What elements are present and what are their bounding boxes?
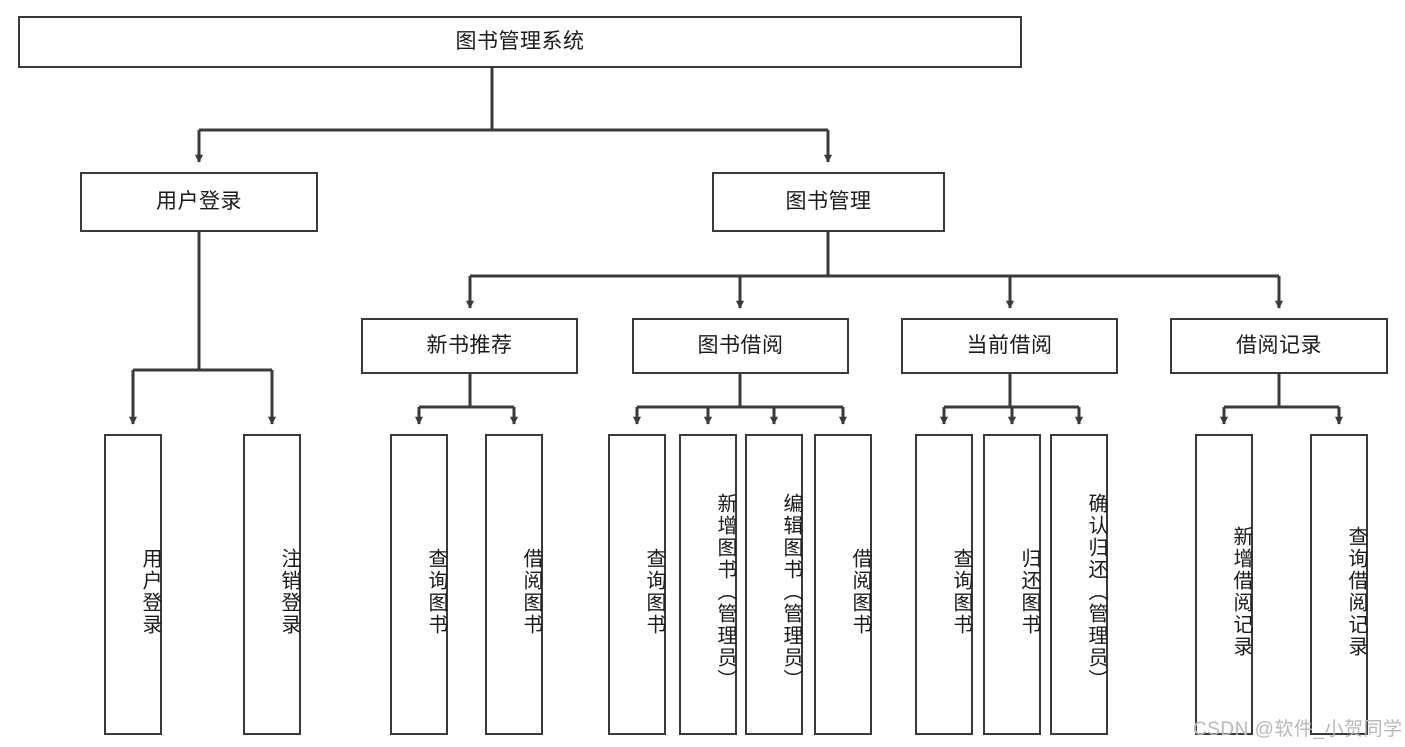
node-leaf-edit-book[interactable]: 编辑图书（管理员） — [745, 434, 803, 735]
node-leaf-user-login[interactable]: 用户登录 — [104, 434, 162, 735]
node-leaf-query-book-1[interactable]: 查询图书 — [390, 434, 448, 735]
node-leaf-confirm-return[interactable]: 确认归还（管理员） — [1050, 434, 1108, 735]
node-root[interactable]: 图书管理系统 — [18, 16, 1022, 68]
node-book-manage-label: 图书管理 — [785, 189, 872, 213]
node-leaf-logout[interactable]: 注销登录 — [243, 434, 301, 735]
node-root-label: 图书管理系统 — [455, 29, 585, 53]
node-book-borrow-label: 图书借阅 — [697, 333, 784, 357]
node-book-borrow[interactable]: 图书借阅 — [632, 318, 849, 374]
node-leaf-query-book-3[interactable]: 查询图书 — [915, 434, 973, 735]
node-current-borrow[interactable]: 当前借阅 — [901, 318, 1118, 374]
node-user-login[interactable]: 用户登录 — [80, 172, 318, 232]
node-user-login-label: 用户登录 — [156, 189, 242, 213]
node-borrow-record-label: 借阅记录 — [1236, 333, 1322, 357]
node-leaf-query-book-2[interactable]: 查询图书 — [608, 434, 666, 735]
csdn-watermark: CSDN @软件_小贺同学 — [1193, 719, 1403, 740]
node-leaf-add-book[interactable]: 新增图书（管理员） — [679, 434, 737, 735]
node-book-manage[interactable]: 图书管理 — [712, 172, 945, 232]
node-leaf-borrow-book-2[interactable]: 借阅图书 — [814, 434, 872, 735]
node-borrow-record[interactable]: 借阅记录 — [1170, 318, 1388, 374]
node-leaf-query-record[interactable]: 查询借阅记录 — [1310, 434, 1368, 735]
node-leaf-borrow-book-1[interactable]: 借阅图书 — [485, 434, 543, 735]
node-new-book-recommend[interactable]: 新书推荐 — [361, 318, 578, 374]
node-new-book-recommend-label: 新书推荐 — [426, 333, 513, 357]
node-current-borrow-label: 当前借阅 — [966, 333, 1053, 357]
node-leaf-return-book[interactable]: 归还图书 — [983, 434, 1041, 735]
node-leaf-add-record[interactable]: 新增借阅记录 — [1195, 434, 1253, 735]
